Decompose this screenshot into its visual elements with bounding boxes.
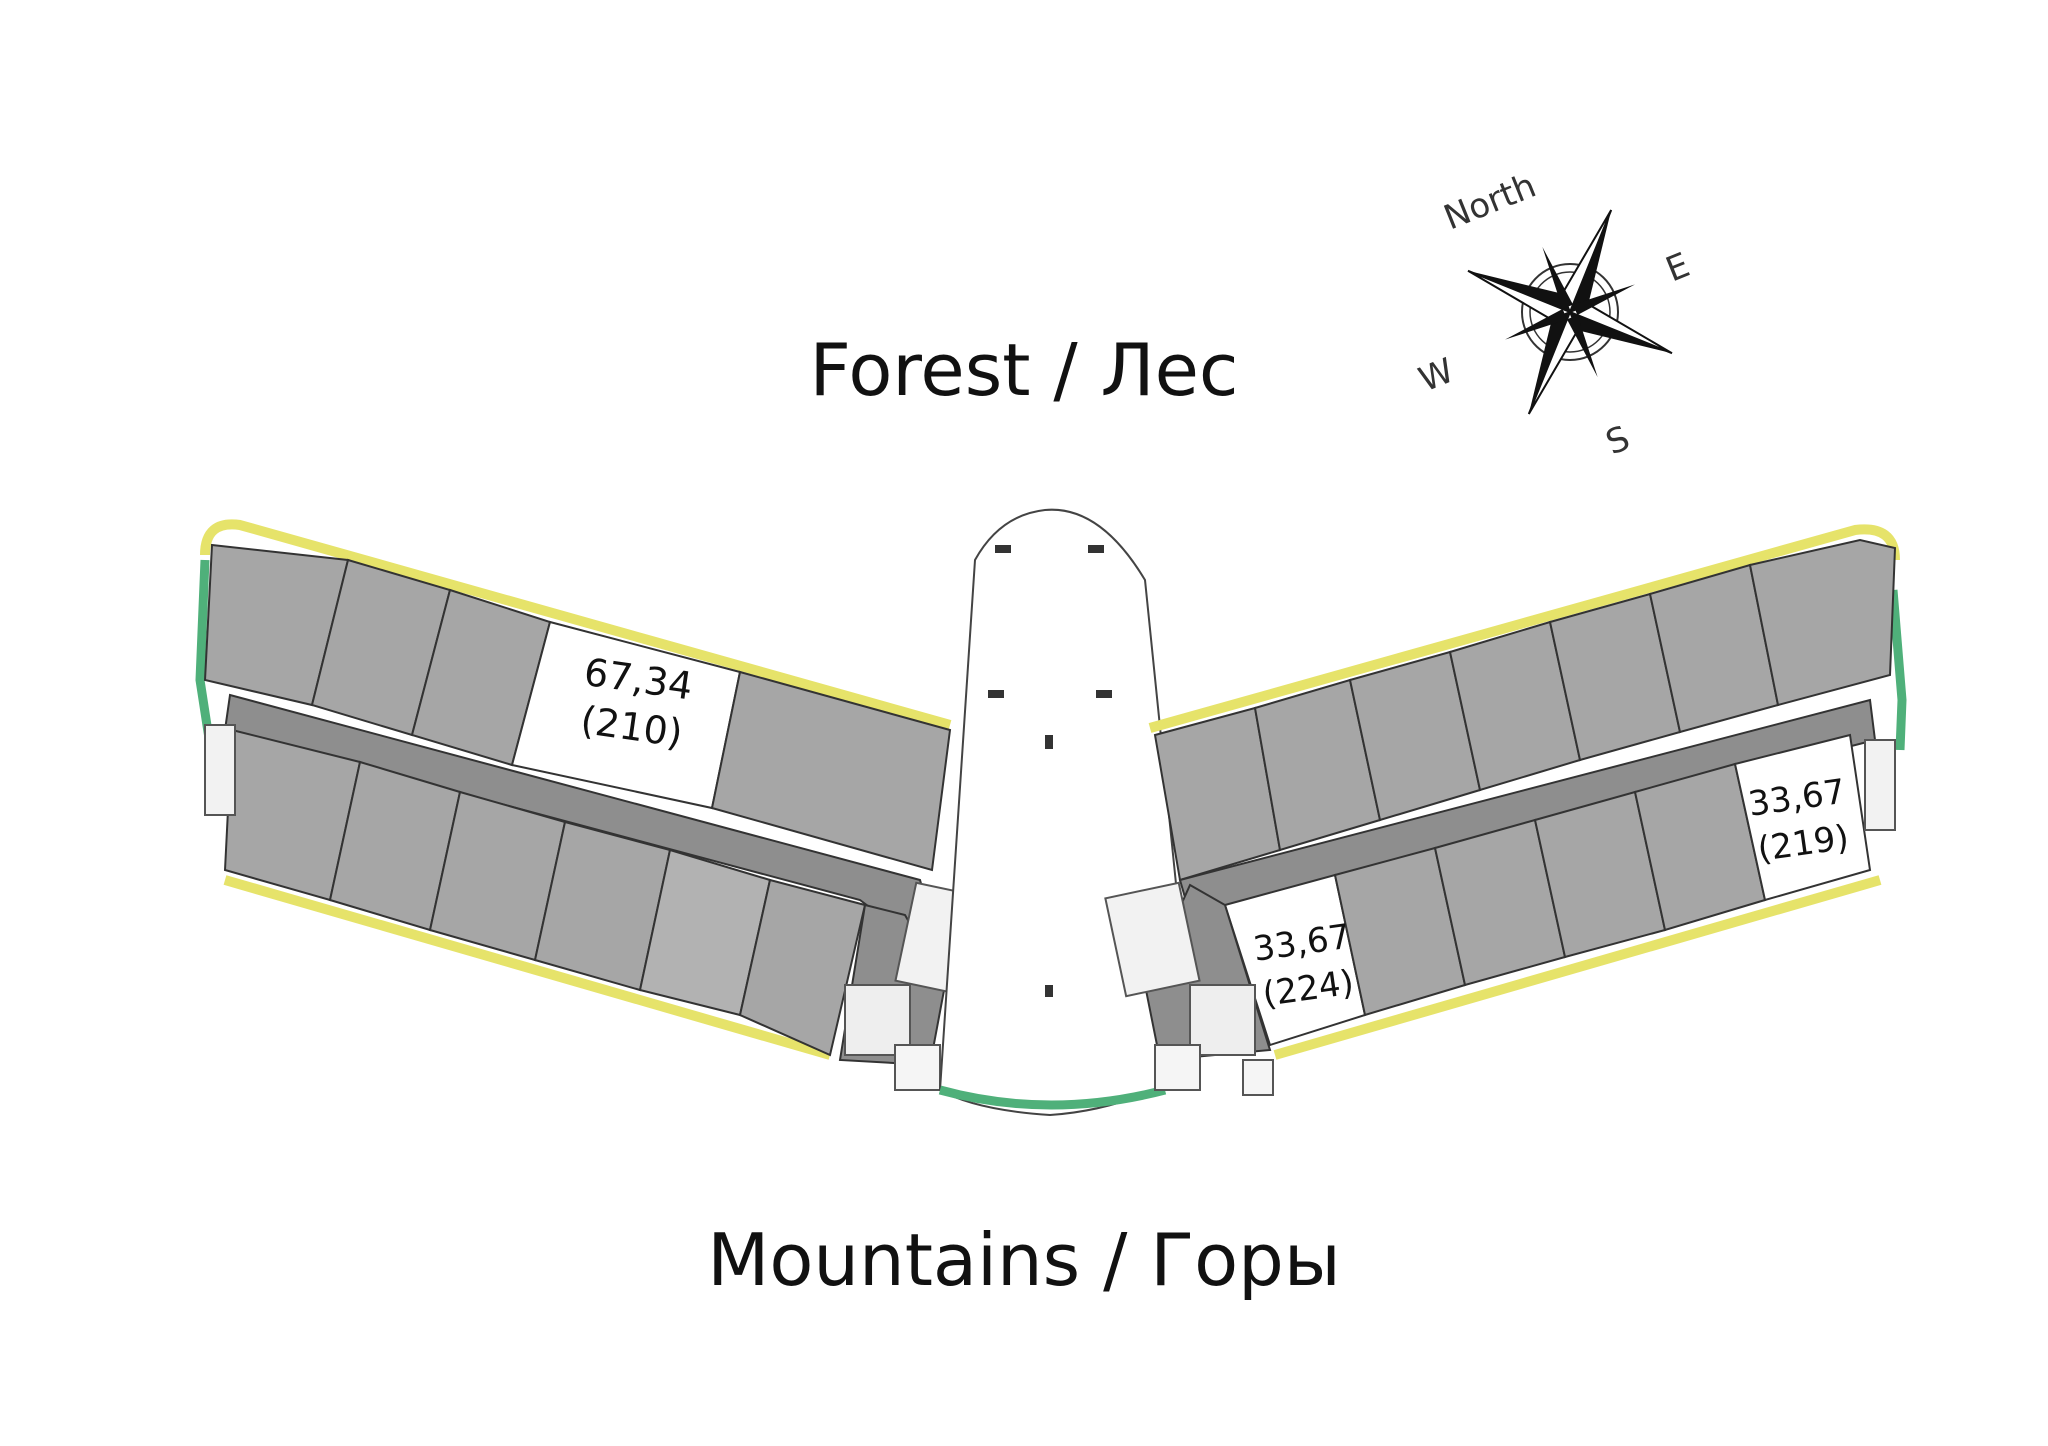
right-wing [1104,524,1907,1096]
atrium-column [995,545,1011,553]
forest-label: Forest / Лес [809,328,1239,412]
left-west-stair [204,724,236,816]
right-room-s6-available[interactable] [1733,733,1872,902]
right-east-stair [1864,739,1896,831]
left-shaft [894,1044,941,1091]
left-wing [195,519,996,1091]
right-wing-east-glazing [1888,589,1907,751]
atrium-column [988,690,1004,698]
left-wing-north-balcony [200,519,952,730]
atrium-column [1045,985,1053,997]
compass-east-label: E [1660,245,1695,290]
right-shaft-2 [1242,1059,1274,1096]
unit-219-label[interactable]: 33,67 (219) [1739,768,1861,874]
atrium-column [1096,690,1112,698]
right-shaft [1154,1044,1201,1091]
left-wing-south-balcony [223,875,832,1060]
atrium-column [1045,735,1053,749]
compass-rose [1467,209,1673,415]
compass-south-label: S [1600,418,1635,463]
compass-north-label: North [1438,166,1541,239]
right-wing-south-balcony [1273,875,1882,1060]
right-lift [1104,881,1201,998]
unit-224-label[interactable]: 33,67 (224) [1244,913,1366,1019]
right-room-n7 [1748,538,1897,707]
atrium-column [1088,545,1104,553]
left-room-s6 [738,878,867,1057]
atrium-glazing [938,1085,1167,1110]
left-room-n5 [710,670,952,872]
left-wing-west-glazing [195,559,215,746]
right-stair [1189,984,1256,1056]
unit-210-label[interactable]: 67,34 (210) [559,646,711,761]
mountains-label: Mountains / Горы [707,1218,1341,1302]
left-stair [844,984,911,1056]
